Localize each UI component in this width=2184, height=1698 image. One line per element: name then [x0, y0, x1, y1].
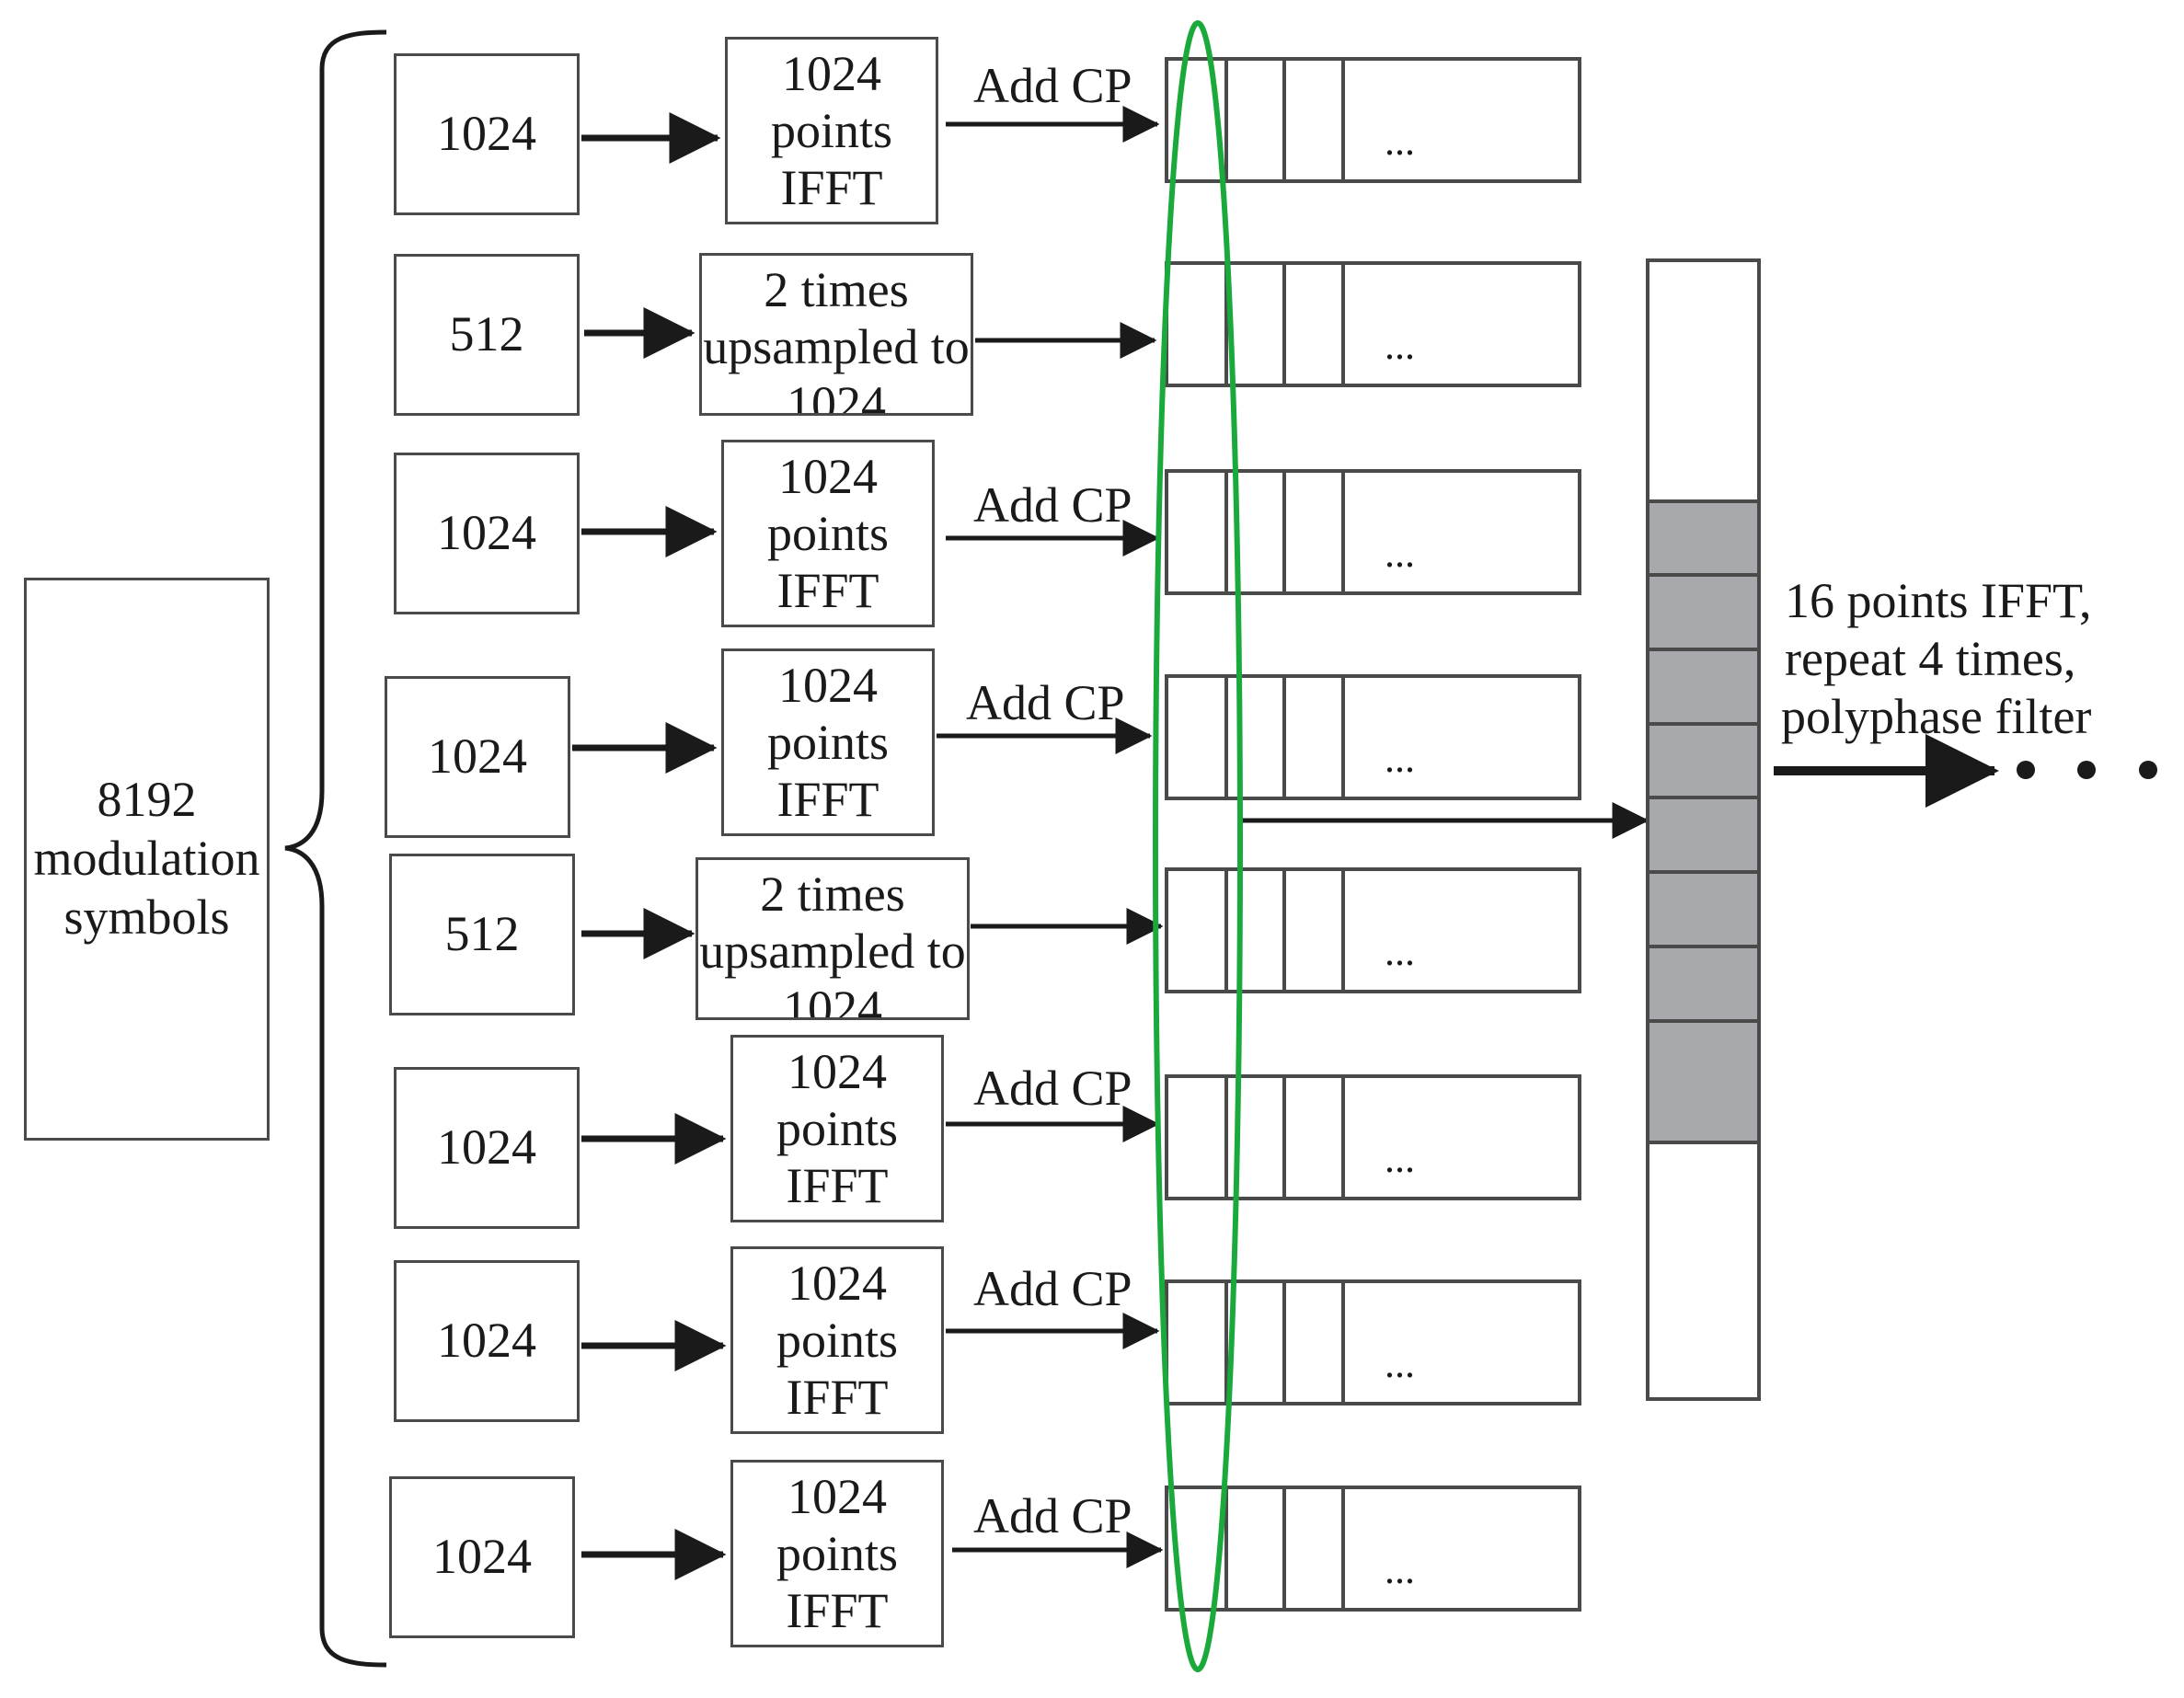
ifft-box-5: 1024 points IFFT	[730, 1246, 944, 1434]
process-line-3: IFFT	[786, 1583, 889, 1638]
process-line-1: 1024	[787, 1469, 887, 1524]
process-line-3: IFFT	[780, 160, 883, 215]
upsample-box-2: 2 times upsampled to 1024	[695, 857, 970, 1020]
input-box-5: 512	[389, 854, 575, 1015]
add-cp-label-6: Add CP	[973, 1488, 1132, 1543]
process-line-2: points	[766, 715, 890, 770]
buffer-row-1	[1165, 57, 1581, 183]
process-line-2: points	[770, 103, 893, 158]
process-line-3: 1024	[787, 376, 886, 416]
buffer-ellipsis-6: ...	[1385, 1136, 1415, 1181]
source-line-2: modulation	[33, 831, 260, 887]
buffer-ellipsis-4: ...	[1385, 736, 1415, 781]
buffer-row-6	[1165, 1074, 1581, 1200]
buffer-ellipsis-3: ...	[1385, 531, 1415, 576]
buffer-row-8	[1165, 1486, 1581, 1612]
buffer-ellipsis-1: ...	[1385, 119, 1415, 164]
input-size-label: 1024	[432, 1529, 532, 1585]
input-size-label: 1024	[437, 1119, 536, 1176]
process-line-1: 1024	[778, 658, 878, 713]
ifft-box-1: 1024 points IFFT	[725, 37, 938, 224]
process-line-3: IFFT	[786, 1158, 889, 1213]
input-size-label: 1024	[428, 729, 527, 785]
add-cp-label-1: Add CP	[973, 58, 1132, 113]
process-line-2: upsampled to	[703, 319, 970, 374]
input-box-4: 1024	[385, 676, 570, 838]
input-size-label: 1024	[437, 106, 536, 162]
buffer-ellipsis-5: ...	[1385, 929, 1415, 974]
source-line-3: symbols	[63, 889, 230, 945]
process-line-2: upsampled to	[699, 924, 966, 979]
selection-ellipse	[1153, 20, 1243, 1672]
buffer-row-3	[1165, 469, 1581, 595]
output-label-line-2: repeat 4 times,	[1785, 631, 2076, 686]
continuation-dot-3	[2139, 761, 2157, 779]
input-size-label: 1024	[437, 505, 536, 561]
grouping-brace	[284, 29, 387, 1668]
modulation-symbols-box: 8192 modulation symbols	[24, 578, 270, 1141]
process-line-1: 1024	[787, 1044, 887, 1099]
buffer-ellipsis-7: ...	[1385, 1341, 1415, 1386]
process-line-1: 2 times	[760, 866, 905, 922]
ifft-box-6: 1024 points IFFT	[730, 1460, 944, 1647]
process-line-1: 1024	[778, 449, 878, 504]
continuation-dot-1	[2017, 761, 2035, 779]
add-cp-label-2: Add CP	[973, 477, 1132, 533]
input-box-7: 1024	[394, 1260, 580, 1422]
input-size-label: 1024	[437, 1313, 536, 1369]
ifft-box-4: 1024 points IFFT	[730, 1035, 944, 1222]
process-line-1: 1024	[787, 1256, 887, 1311]
add-cp-label-3: Add CP	[966, 675, 1125, 730]
buffer-row-5	[1165, 867, 1581, 993]
polyphase-column	[1646, 258, 1761, 1401]
process-line-2: points	[776, 1526, 899, 1581]
process-line-2: points	[766, 506, 890, 561]
add-cp-label-5: Add CP	[973, 1261, 1132, 1316]
input-box-6: 1024	[394, 1067, 580, 1229]
process-line-3: IFFT	[776, 772, 879, 827]
ifft-box-3: 1024 points IFFT	[721, 648, 935, 836]
add-cp-label-4: Add CP	[973, 1061, 1132, 1116]
buffer-ellipsis-2: ...	[1385, 323, 1415, 368]
source-line-1: 8192	[97, 772, 197, 828]
process-line-2: points	[776, 1101, 899, 1156]
input-box-1: 1024	[394, 53, 580, 215]
process-line-3: 1024	[783, 981, 882, 1020]
process-line-3: IFFT	[786, 1370, 889, 1425]
continuation-dot-2	[2077, 761, 2096, 779]
buffer-row-4	[1165, 674, 1581, 800]
process-line-1: 2 times	[764, 262, 909, 317]
process-line-3: IFFT	[776, 563, 879, 618]
input-size-label: 512	[444, 906, 520, 962]
input-box-2: 512	[394, 254, 580, 416]
output-label-line-3: polyphase filter	[1781, 689, 2092, 744]
process-line-1: 1024	[782, 46, 881, 101]
process-line-2: points	[776, 1313, 899, 1368]
input-box-8: 1024	[389, 1476, 575, 1638]
input-box-3: 1024	[394, 453, 580, 614]
input-size-label: 512	[449, 306, 524, 362]
ifft-box-2: 1024 points IFFT	[721, 440, 935, 627]
buffer-ellipsis-8: ...	[1385, 1547, 1415, 1592]
output-label-line-1: 16 points IFFT,	[1785, 573, 2092, 628]
upsample-box-1: 2 times upsampled to 1024	[699, 253, 973, 416]
buffer-row-2	[1165, 261, 1581, 387]
